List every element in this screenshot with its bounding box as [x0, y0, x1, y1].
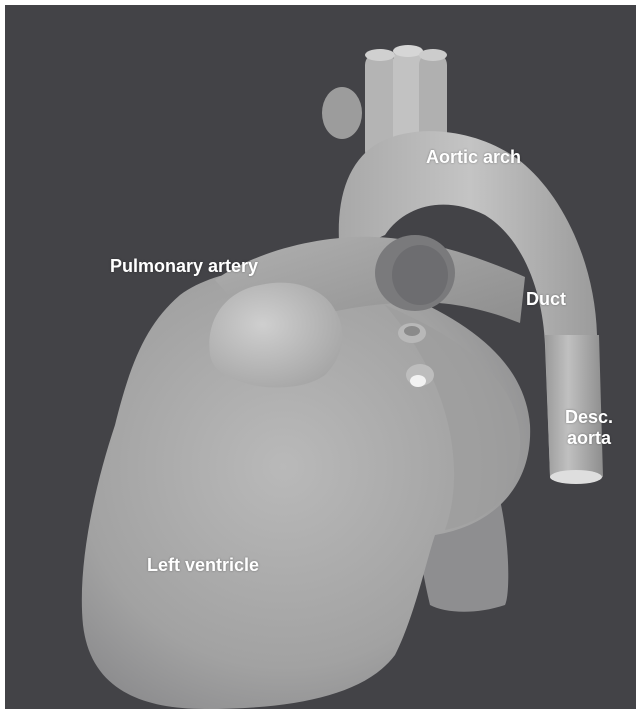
label-pulmonary-artery: Pulmonary artery — [110, 256, 258, 277]
descending-aorta-opening — [550, 470, 602, 484]
label-desc-line1: Desc. — [565, 407, 613, 428]
label-aortic-arch: Aortic arch — [426, 147, 521, 168]
label-descending-aorta: Desc. aorta — [565, 407, 613, 449]
heart-3d-render — [5, 5, 636, 709]
label-left-ventricle: Left ventricle — [147, 555, 259, 576]
label-duct: Duct — [526, 289, 566, 310]
label-desc-line2: aorta — [565, 428, 613, 449]
